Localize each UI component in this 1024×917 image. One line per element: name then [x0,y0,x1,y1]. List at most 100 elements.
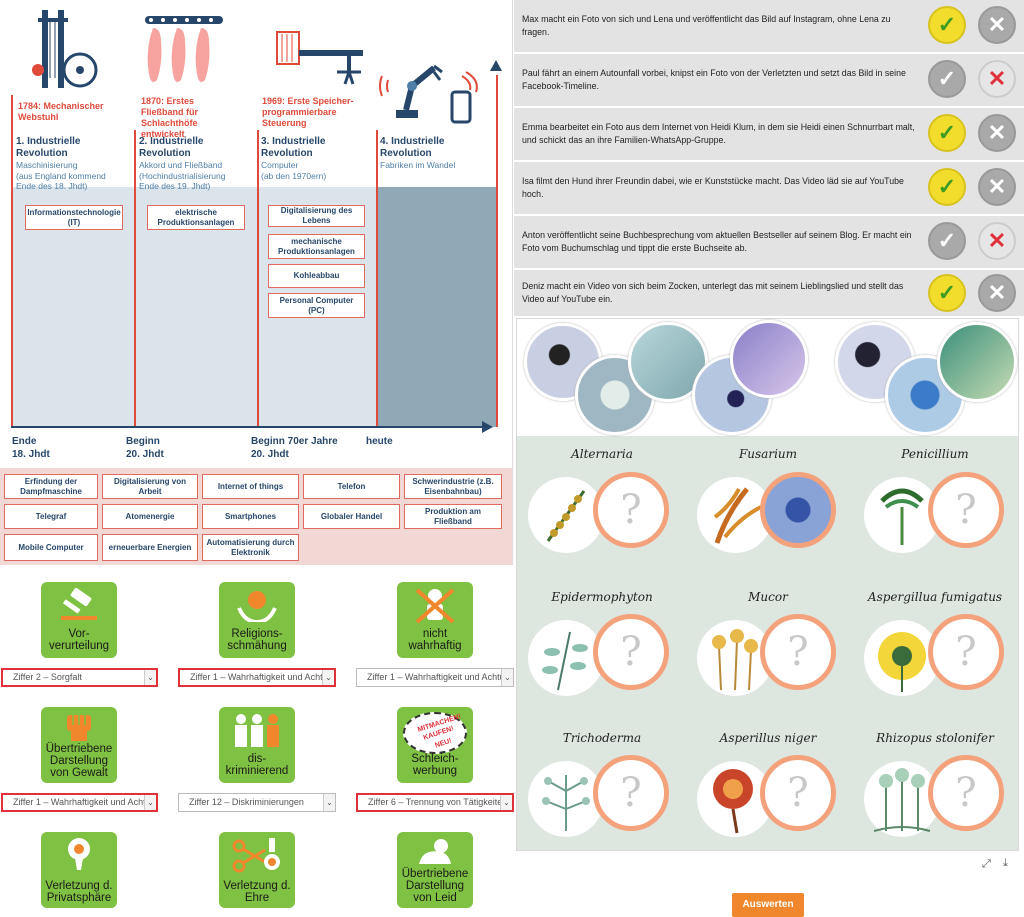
fungus-drawing [697,761,773,837]
presscode-select-2[interactable]: Ziffer 1 – Wahrhaftigkeit und Achtung⌄ [178,668,336,687]
pool-card[interactable]: Atomenergie [102,504,198,529]
answer-buttons: ✓ ✕ [924,270,1024,316]
statement-row: Deniz macht ein Video von sich beim Zock… [514,270,924,316]
presscode-select-6[interactable]: Ziffer 6 – Trennung von Tätigkeiten⌄ [356,793,514,812]
check-icon: ✓ [937,280,957,305]
placed-card[interactable]: Digitalisierung des Lebens [268,205,365,227]
pool-card[interactable]: erneuerbare Energien [102,534,198,561]
placed-card[interactable]: mechanische Produktionsanlagen [268,234,365,259]
placed-card[interactable]: Kohleabbau [268,264,365,288]
cross-button[interactable]: ✕ [978,60,1016,98]
check-button[interactable]: ✓ [928,222,966,260]
era-heading-2: 2. Industrielle Revolution Akkord und Fl… [139,136,226,191]
era-heading-4: 4. Industrielle Revolution Fabriken im W… [380,136,456,170]
drop-zone[interactable]: ? [593,614,669,690]
pool-card[interactable]: Smartphones [202,504,299,529]
answer-buttons: ✓ ✕ [924,162,1024,214]
microscope-image[interactable] [730,320,808,398]
microscope-image[interactable] [937,322,1017,402]
pool-card[interactable]: Produktion am Fließband [404,504,502,529]
tile-nicht-wahrhaftig: nicht wahrhaftig [397,582,473,658]
evaluate-button[interactable]: Auswerten [732,893,804,917]
pool-card[interactable]: Globaler Handel [303,504,400,529]
keyhole-icon [68,838,90,870]
era-divider [257,130,259,427]
download-icon[interactable]: ⤓ [1003,857,1008,869]
presscode-select-5[interactable]: Ziffer 12 – Diskriminierungen⌄ [178,793,336,812]
drop-zone[interactable]: ? [593,755,669,831]
crying-figure-icon [419,839,451,864]
triangle-icon [490,60,502,71]
fungus-name: Fusarium [738,447,798,461]
tile-schleichwerbung: MITMACHEN! KAUFEN! NEU! Schleich- werbun… [397,707,473,783]
cross-button[interactable]: ✕ [978,222,1016,260]
check-button[interactable]: ✓ [928,168,966,206]
fungus-name: Aspergillua fumigatus [867,590,1003,604]
check-button[interactable]: ✓ [928,6,966,44]
pool-card[interactable]: Automatisierung durch Elektronik [202,534,299,561]
era-divider [11,95,13,427]
placed-card[interactable]: Personal Computer (PC) [268,293,365,318]
drop-zone-filled[interactable] [760,472,836,548]
cross-button[interactable]: ✕ [978,168,1016,206]
tile-religionsschmaehung: Religions- schmähung [219,582,295,658]
timeline-axis [11,426,483,428]
drop-zone[interactable]: ? [760,614,836,690]
cross-icon: ✕ [987,66,1007,91]
speech-bubble-icon: MITMACHEN! KAUFEN! NEU! [403,712,467,754]
fungus-drawing [864,620,940,696]
tile-leid: Übertriebene Darstellung von Leid [397,832,473,908]
presscode-select-1[interactable]: Ziffer 2 – Sorgfalt⌄ [1,668,158,687]
placed-card[interactable]: elektrische Produktionsanlagen [147,205,245,230]
drop-zone[interactable]: ? [928,755,1004,831]
fungus-name: Penicillium [901,447,969,461]
check-icon: ✓ [937,228,957,253]
pool-card[interactable]: Telefon [303,474,400,499]
fungus-drawing [528,620,604,696]
presscode-select-4[interactable]: Ziffer 1 – Wahrhaftigkeit und Achtung⌄ [1,793,158,812]
check-icon: ✓ [937,120,957,145]
tile-gewalt: Übertriebene Darstellung von Gewalt [41,707,117,783]
statement-row: Emma bearbeitet ein Foto aus dem Interne… [514,108,924,160]
answer-buttons: ✓ ✕ [924,54,1024,106]
pool-card[interactable]: Erfindung der Dampfmaschine [4,474,98,499]
cross-button[interactable]: ✕ [978,114,1016,152]
fullscreen-icon[interactable]: ⤢ [982,858,991,870]
check-icon: ✓ [937,66,957,91]
pool-card[interactable]: Internet of things [202,474,299,499]
placed-card[interactable]: Informationstechnologie (IT) [25,205,123,230]
check-button[interactable]: ✓ [928,274,966,312]
timeline-panel: 1784: Mechanischer Webstuhl 1870: Erstes… [0,0,513,565]
people-icon [235,714,279,747]
check-button[interactable]: ✓ [928,60,966,98]
cross-icon: ✕ [987,12,1007,37]
cross-button[interactable]: ✕ [978,274,1016,312]
drop-zone[interactable]: ? [928,472,1004,548]
pool-card[interactable]: Mobile Computer [4,534,98,561]
drop-zone[interactable]: ? [760,755,836,831]
chevron-down-icon: ⌄ [500,795,512,810]
check-button[interactable]: ✓ [928,114,966,152]
presscode-select-3[interactable]: Ziffer 1 – Wahrhaftigkeit und Achtung⌄ [356,668,514,687]
fungus-drawing [864,761,940,837]
cross-button[interactable]: ✕ [978,6,1016,44]
fungus-name: Alternaria [571,447,633,461]
pool-card[interactable]: Schwerindustrie (z.B. Eisenbahnbau) [404,474,502,499]
fungus-name: Trichoderma [562,731,642,745]
drop-zone[interactable]: ? [928,614,1004,690]
tile-privatsphaere: Verletzung d. Privatsphäre [41,832,117,908]
drop-zone[interactable]: ? [593,472,669,548]
pool-card[interactable]: Telegraf [4,504,98,529]
check-icon: ✓ [937,12,957,37]
answer-buttons: ✓ ✕ [924,216,1024,268]
answer-buttons: ✓ ✕ [924,0,1024,52]
loom-icon [32,10,98,88]
scissors-medal-icon [232,838,280,873]
era-column-4 [377,187,497,427]
pool-card[interactable]: Digitalisierung von Arbeit [102,474,198,499]
answer-buttons: ✓ ✕ [924,108,1024,160]
robot-arm-icon [379,64,478,124]
statement-row: Isa filmt den Hund ihrer Freundin dabei,… [514,162,924,214]
cross-icon: ✕ [987,228,1007,253]
era-heading-3: 3. Industrielle Revolution Computer (ab … [261,136,327,181]
